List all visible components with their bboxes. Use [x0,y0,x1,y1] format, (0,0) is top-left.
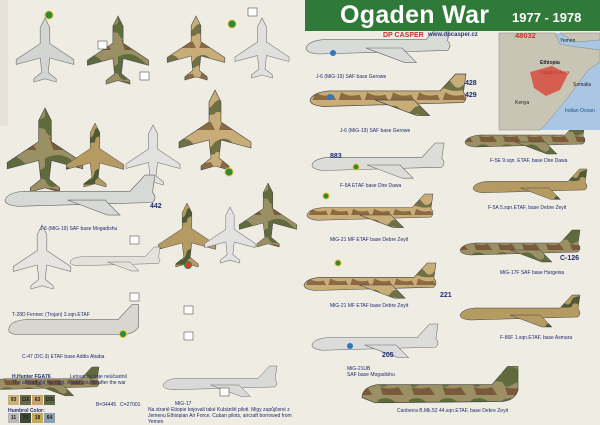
humbrol-chip-63: 63 [32,395,43,405]
serial-442: 442 [150,203,162,210]
map-label-ogaden: Ogaden Area [540,70,570,76]
j6-top-view-2 [86,15,150,85]
map-label-somalia: Somalia [573,82,592,88]
humbrol-chip-116: 116 [20,395,31,405]
t28-side-view [69,246,161,272]
hunter-note-en: The aircraft did not fight, it was bough… [12,380,126,386]
caption-mig17-bottom: MiG-17 [175,401,192,407]
caption-j6-gerowe-1: J-6 (MiG-19) SAF base Gerowe [316,74,387,80]
map-label-ethiopia: Ethiopia [540,60,560,66]
roundels [44,10,360,349]
fs-code-c: C=27001 [120,402,141,408]
f5-top-view [65,122,125,188]
years-label: 1977 - 1978 [512,10,582,25]
caption-j6-gerowe-2: J-6 (MiG-19) SAF base Gerowe [340,128,411,134]
fs-code-b: B=34445 [96,402,117,408]
page-title: Ogaden War [340,1,490,29]
hunter-top-view [157,202,217,268]
mig21ub-side-view [311,323,439,359]
brand-label: DP CASPER [383,32,424,39]
caption-f5a-right: F-5A 5.sqn.ETAF, base Debre Zeyit [488,205,567,211]
f5a-side-view-left [311,142,445,179]
humbrol-label: Humbrol Color: [8,408,45,414]
hunter-note-cz: Letoun se boje neúčastnil [70,374,127,380]
mig17-top-view [178,89,252,171]
f86-top-view [238,182,298,248]
j6-side-view-mogadishu [4,174,156,216]
caption-j6-mogadishu: J-6 (MiG-19) SAF base Mogadishu [40,226,118,232]
mig21-top-view-2 [204,206,256,264]
caption-mig21ub: MiG-21UB [347,366,371,372]
caption-mig21ub-base: SAF base Mogadishu [347,372,395,378]
caption-f5e: F-5E 9.sqn. ETAF, base Dire Dawa [490,158,568,164]
humbrol-chip-18: 18 [32,413,43,423]
humbrol-chip-75: 75 [20,413,31,423]
caption-canberra: Canberra B.Mk.52 44.sqn.ETAF, base Debre… [397,408,509,414]
caption-f86f: F-86F 1.sqn.ETAF, base Asmara [500,335,573,341]
f5a-side-view-right [472,168,588,200]
humbrol-chip-64: 64 [44,413,55,423]
serial-428: 428 [465,80,477,87]
j6-top-view-1 [15,17,75,83]
horn-of-africa-map [498,32,600,131]
serial-429: 429 [465,92,477,99]
bottom-note: Na straně Etiopie bojovali také Kubánští… [148,407,292,425]
caption-mig21-b: MiG-21 MF ETAF base Debre Zeyit [330,303,409,309]
c47-side-view [8,304,139,335]
website-label: www.dpcasper.cz [428,32,478,38]
j6-top-view-4 [234,17,290,79]
caption-hunter: H.Hunter FGA76 [12,374,51,380]
caption-mig17f: MiG-17F SAF base Hargeisa [500,270,565,276]
map-label-kenya: Kenya [515,100,530,106]
canberra-top-view [6,106,84,194]
canberra-side-view [361,366,519,404]
product-code: 48032 [515,31,536,40]
mig21-side-view-b [303,262,437,299]
title-banner [305,0,600,31]
map-label-yemen: Yemen [560,38,576,44]
serial-883: 883 [330,153,342,160]
serial-c126: C-126 [560,255,580,262]
j6-top-view-3 [166,15,226,81]
number-boxes [97,7,258,397]
t28-top-view [12,224,72,290]
humbrol-chip-155: 155 [44,395,55,405]
caption-f5a-left: F-5A ETAF base Dire Dawa [340,183,402,189]
humbrol-chip-11: 11 [8,413,19,423]
humbrol-chip-93: 93 [8,395,19,405]
f86f-side-view [459,294,581,328]
caption-c47: C-47 (DC-3) ETAF base Addis Ababa [22,354,105,360]
caption-mig21-a: MiG-21 MF ETAF base Debre Zeyit [330,237,409,243]
map-label-ocean: Indian Ocean [565,108,595,114]
serial-221: 221 [440,292,452,299]
caption-t28d: T-28D Fennec (Trojan) 3.sqn.ETAF [12,312,90,318]
j6-side-view-gerowe-2 [309,73,467,117]
serial-205: 205 [382,352,394,359]
